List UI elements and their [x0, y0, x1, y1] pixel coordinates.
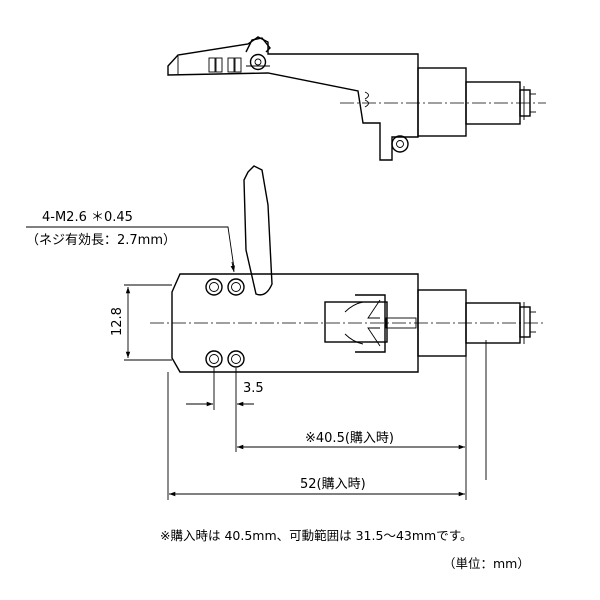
hole-pitch-label: 3.5: [243, 381, 264, 396]
side-lower-screw: [391, 135, 409, 153]
side-view: [167, 36, 546, 161]
mounting-hole: [227, 350, 245, 368]
mounting-hole: [205, 278, 223, 296]
thread-length-label: （ネジ有効長：2.7mm）: [26, 233, 176, 248]
thread-spec-label: 4-M2.6 ＊0.45: [42, 210, 133, 225]
side-connector: [364, 67, 536, 137]
side-mount-pins: [208, 57, 242, 73]
plan-finger-lift: [243, 165, 273, 296]
length-mid-label: ※40.5(購入時): [305, 431, 394, 446]
mounting-hole: [227, 278, 245, 296]
plan-body-outline: [171, 273, 419, 373]
plan-cartridge-insert: [324, 294, 417, 353]
mounting-hole: [205, 350, 223, 368]
plan-view: [150, 165, 546, 373]
thread-leader: [26, 226, 235, 269]
units-note: （単位：mm）: [443, 556, 530, 571]
length-total-label: 52(購入時): [300, 477, 366, 492]
side-body-outline: [167, 36, 419, 161]
side-finger-lift-clamp: [245, 37, 271, 71]
footnote: ※購入時は 40.5mm、可動範囲は 31.5〜43mmです。: [160, 528, 472, 543]
height-label: 12.8: [110, 307, 125, 336]
mounting-holes: [205, 278, 245, 368]
dimension-lines: [26, 226, 487, 500]
